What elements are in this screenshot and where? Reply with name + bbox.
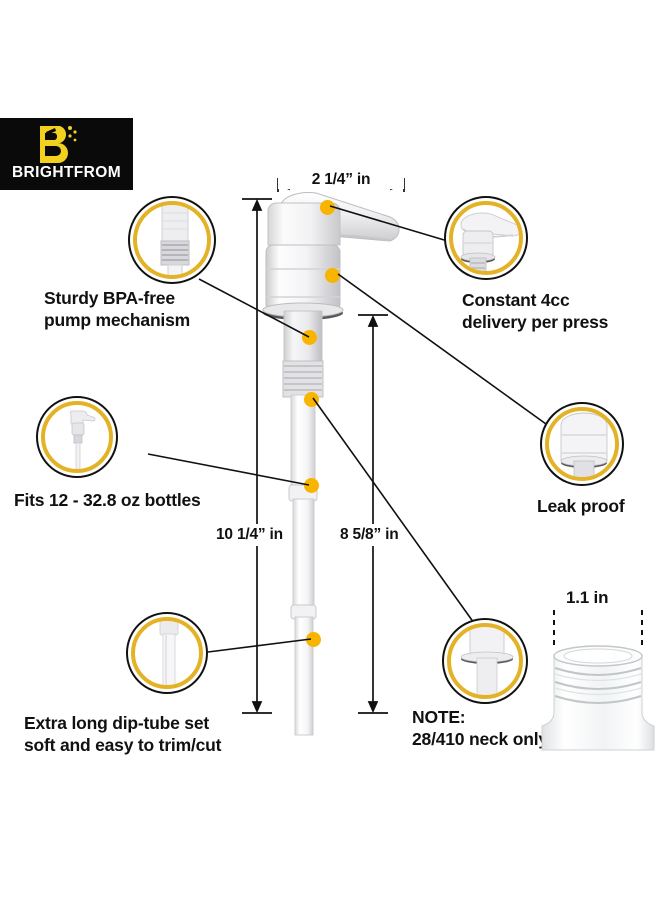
callout-dot-delivery[interactable] (320, 200, 335, 215)
neck-dimension-label: 1.1 in (566, 588, 609, 607)
callout-bottle-fit[interactable] (36, 396, 118, 478)
dimension-width-label: 2 1/4” in (278, 171, 404, 189)
callout-pump-head-closeup-icon (453, 205, 519, 271)
callout-dot-dip-tube[interactable] (306, 632, 321, 647)
callout-pump-collar-closeup-icon (549, 411, 615, 477)
callout-dip-tube-label: Extra long dip-tube set soft and easy to… (24, 713, 222, 756)
spray-bottle-b-icon (40, 126, 77, 163)
bottle-neck-threads-icon (541, 645, 655, 751)
dimension-height-full-line (242, 198, 272, 714)
callout-pump-mechanism[interactable] (128, 196, 216, 284)
callout-dip-tube[interactable] (126, 612, 208, 694)
callout-leak-proof[interactable] (540, 402, 624, 486)
callout-bottle-fit-label: Fits 12 - 32.8 oz bottles (14, 490, 201, 510)
callout-full-pump-closeup-icon (45, 405, 109, 469)
callout-dot-leak-proof[interactable] (325, 268, 340, 283)
callout-dot-neck-note[interactable] (304, 392, 319, 407)
dimension-height-inner-line (358, 314, 388, 714)
product-illustration (262, 192, 400, 736)
callout-pump-shaft-closeup-icon (137, 205, 207, 275)
callout-pump-base-closeup-icon (451, 627, 519, 695)
callout-neck-note[interactable] (442, 618, 528, 704)
callout-delivery[interactable] (444, 196, 528, 280)
dimension-height-inner-label: 8 5/8” in (337, 524, 402, 546)
callout-dot-pump-mechanism[interactable] (302, 330, 317, 345)
callout-leak-proof-label: Leak proof (537, 496, 625, 516)
neck-dimension-dashed-lines (553, 610, 643, 648)
brand-name: BRIGHTFROM (11, 164, 122, 181)
callout-pump-mechanism-label: Sturdy BPA-free pump mechanism (44, 288, 190, 331)
callout-neck-note-label: NOTE: 28/410 neck only! (412, 707, 554, 750)
callout-dot-bottle-fit[interactable] (304, 478, 319, 493)
callout-delivery-label: Constant 4cc delivery per press (462, 290, 609, 333)
brand-logo: BRIGHTFROM (0, 118, 133, 190)
dimension-height-full-label: 10 1/4” in (213, 524, 286, 546)
callout-dip-tube-closeup-icon (135, 621, 199, 685)
